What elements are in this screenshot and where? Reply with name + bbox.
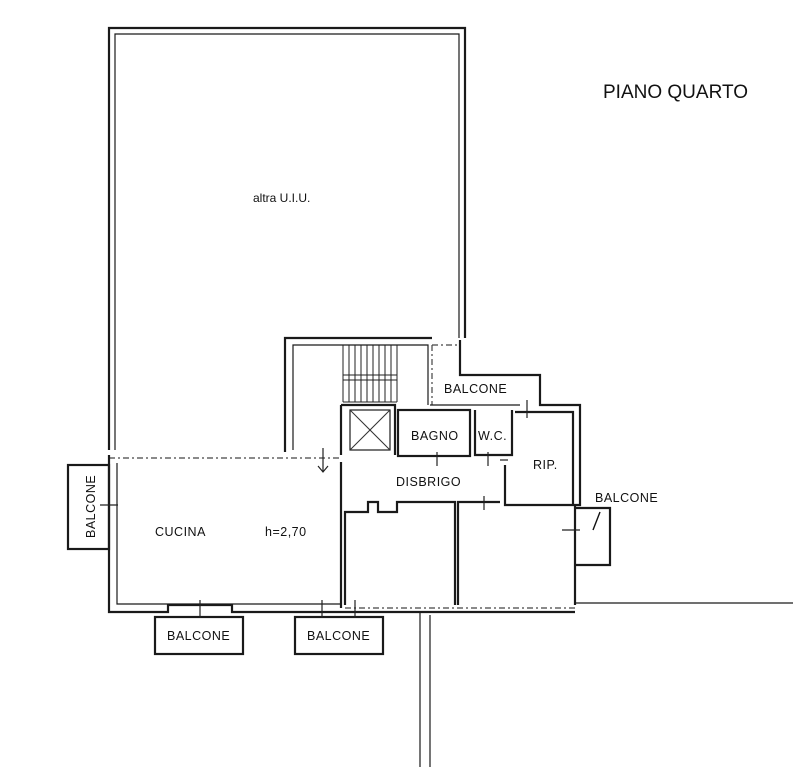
label-other-unit: altra U.I.U.: [253, 191, 310, 205]
label-balcony-bottom-2: BALCONE: [307, 629, 370, 643]
balcony-right: [575, 506, 612, 567]
label-kitchen: CUCINA: [155, 525, 206, 539]
label-balcony-right: BALCONE: [595, 491, 658, 505]
plan-title: PIANO QUARTO: [603, 82, 748, 103]
label-hallway: DISBRIGO: [396, 475, 461, 489]
label-bathroom: BAGNO: [411, 429, 459, 443]
label-balcony-bottom-1: BALCONE: [167, 629, 230, 643]
balcony-left: [66, 463, 111, 551]
balcony-bottom-2: [293, 615, 385, 656]
other-unit-walls: [107, 26, 467, 450]
label-storage: RIP.: [533, 458, 558, 472]
label-height: h=2,70: [265, 525, 307, 539]
elevator: [349, 409, 391, 451]
label-balcony-left: BALCONE: [84, 475, 98, 538]
door-marks: [100, 400, 580, 618]
stairwell: [283, 336, 460, 455]
balcony-bottom-1: [153, 615, 245, 656]
apartment-walls: [107, 340, 582, 614]
label-wc: W.C.: [478, 429, 507, 443]
label-balcony-top: BALCONE: [444, 382, 507, 396]
